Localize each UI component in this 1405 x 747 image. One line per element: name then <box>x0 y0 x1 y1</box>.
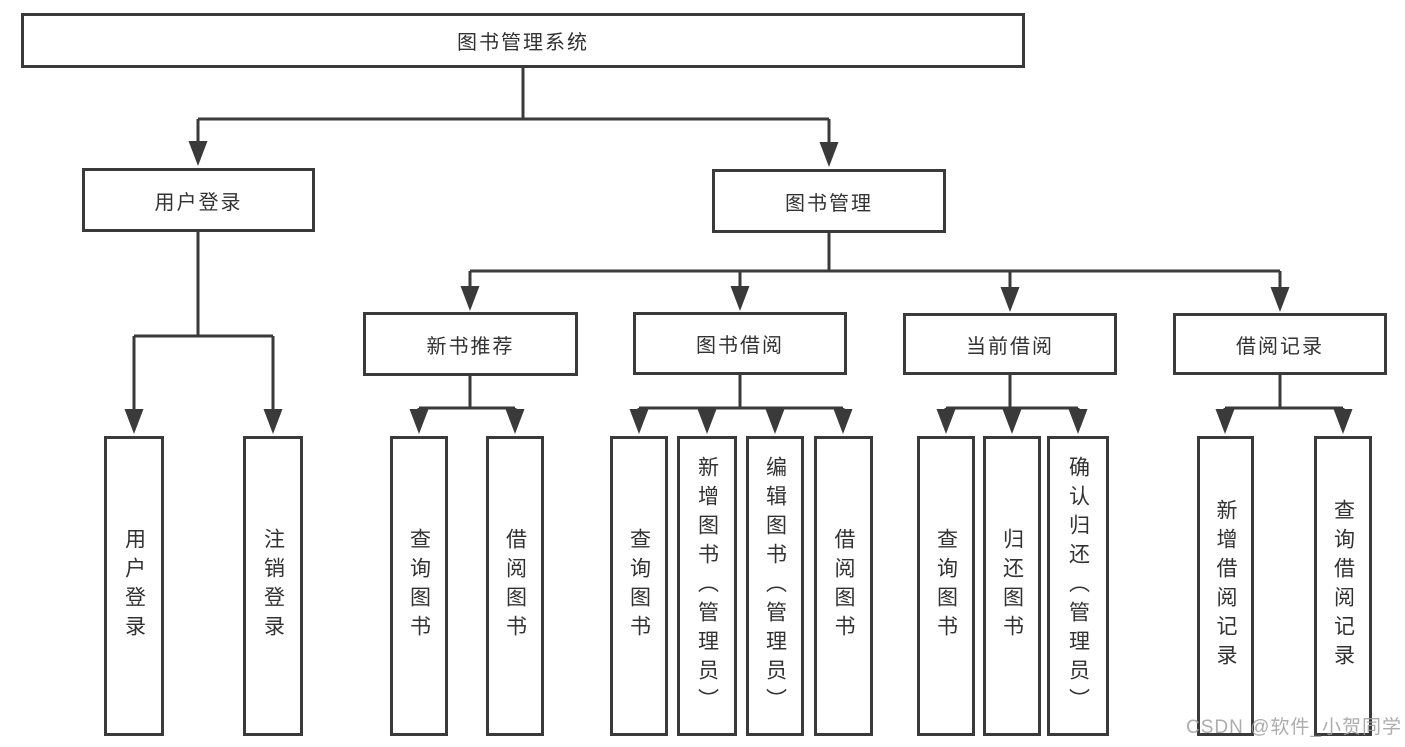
arrow-down-icon <box>460 286 480 311</box>
leaf-edit-books-admin: 编辑图书（管理员） <box>746 436 804 736</box>
arrow-down-icon <box>263 409 283 434</box>
edges-borrowing-records <box>1215 375 1353 434</box>
arrow-down-icon <box>1270 287 1290 312</box>
leaf-label: 查询图书 <box>627 528 651 644</box>
leaf-label: 注销登录 <box>261 528 285 644</box>
arrow-down-icon <box>1215 409 1235 434</box>
csdn-watermark: CSDN @软件_小贺同学 <box>1186 717 1402 738</box>
leaf-return-books: 归还图书 <box>983 436 1041 736</box>
arrow-down-icon <box>1000 287 1020 312</box>
node-borrowing-records: 借阅记录 <box>1173 313 1387 375</box>
arrow-down-icon <box>730 286 750 311</box>
edges-current-borrowing <box>936 375 1088 434</box>
node-book-management: 图书管理 <box>712 169 946 233</box>
leaf-borrow-books-borrowing: 借阅图书 <box>814 436 873 736</box>
leaf-label: 查询图书 <box>407 528 431 644</box>
leaf-add-borrow-record: 新增借阅记录 <box>1197 436 1254 736</box>
leaf-add-books-admin: 新增图书（管理员） <box>677 436 737 736</box>
leaf-label: 新增图书（管理员） <box>695 455 719 717</box>
leaf-query-books-borrowing: 查询图书 <box>610 436 668 736</box>
leaf-borrow-books-recommend: 借阅图书 <box>486 436 544 736</box>
leaf-label: 借阅图书 <box>832 528 855 644</box>
arrow-down-icon <box>1068 409 1088 434</box>
leaf-label: 查询图书 <box>934 528 958 644</box>
edges-root <box>188 68 839 167</box>
node-library-system: 图书管理系统 <box>21 13 1025 68</box>
node-user-login: 用户登录 <box>82 168 315 232</box>
arrow-down-icon <box>833 409 853 434</box>
leaf-query-books-recommend: 查询图书 <box>390 436 448 736</box>
leaf-label: 借阅图书 <box>503 528 527 644</box>
leaf-confirm-return-admin: 确认归还（管理员） <box>1047 436 1109 736</box>
edges-new-book-recommend <box>409 376 525 434</box>
arrow-down-icon <box>1002 409 1022 434</box>
arrow-down-icon <box>409 409 429 434</box>
leaf-label: 确认归还（管理员） <box>1066 455 1090 717</box>
edges-book-management <box>460 233 1290 312</box>
node-book-borrowing: 图书借阅 <box>633 312 847 375</box>
arrow-down-icon <box>697 409 717 434</box>
node-new-book-recommend: 新书推荐 <box>363 312 578 376</box>
leaf-label: 新增借阅记录 <box>1214 499 1237 673</box>
leaf-label: 用户登录 <box>122 528 146 644</box>
arrow-down-icon <box>629 409 649 434</box>
arrow-down-icon <box>1333 409 1353 434</box>
arrow-down-icon <box>819 142 839 167</box>
leaf-query-books-current: 查询图书 <box>917 436 975 736</box>
leaf-user-login: 用户登录 <box>104 436 164 736</box>
edges-book-borrowing <box>629 375 853 434</box>
leaf-logout-login: 注销登录 <box>243 436 303 736</box>
leaf-label: 编辑图书（管理员） <box>763 455 787 717</box>
node-current-borrowing: 当前借阅 <box>903 313 1117 375</box>
arrow-down-icon <box>505 409 525 434</box>
edges-user-login <box>124 232 283 434</box>
leaf-label: 归还图书 <box>1000 528 1024 644</box>
arrow-down-icon <box>765 409 785 434</box>
arrow-down-icon <box>124 409 144 434</box>
leaf-label: 查询借阅记录 <box>1331 499 1355 673</box>
arrow-down-icon <box>188 141 208 166</box>
arrow-down-icon <box>936 409 956 434</box>
leaf-query-borrow-record: 查询借阅记录 <box>1314 436 1372 736</box>
